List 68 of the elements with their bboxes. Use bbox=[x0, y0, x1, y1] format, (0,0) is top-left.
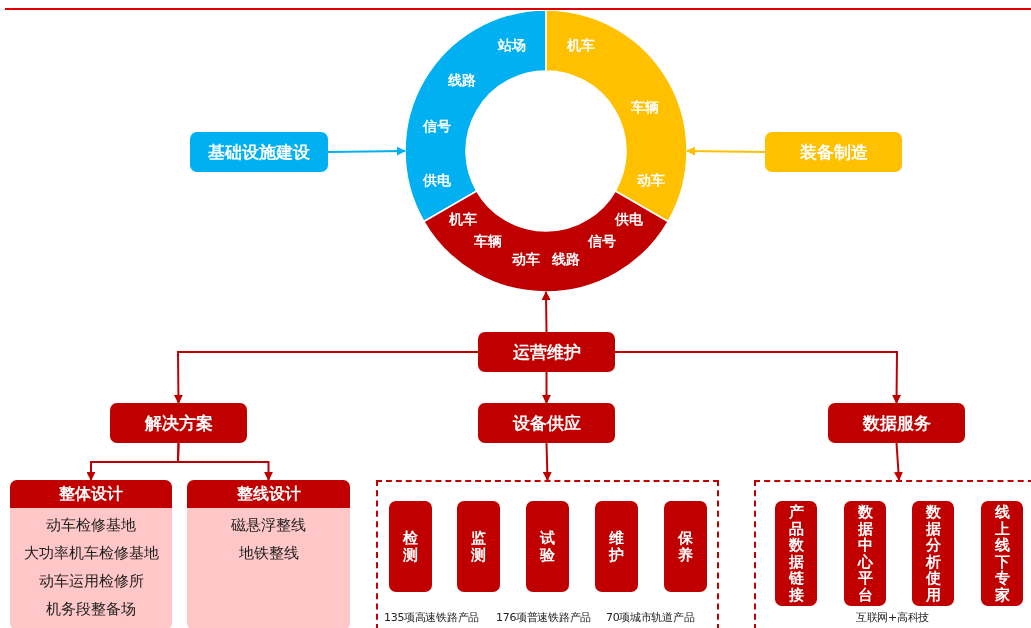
segment-label: 供电 bbox=[423, 172, 451, 190]
segment-label: 车辆 bbox=[631, 99, 659, 117]
card-heading: 整体设计 bbox=[10, 480, 172, 508]
item-label: 数据中心平台 bbox=[857, 504, 873, 603]
item-box bbox=[526, 501, 569, 592]
connector-arrow bbox=[173, 351, 479, 404]
box-label: 数据服务 bbox=[862, 411, 931, 435]
item-box bbox=[981, 501, 1023, 606]
connector-arrow bbox=[686, 146, 766, 156]
list-card bbox=[187, 480, 350, 628]
connector-arrow bbox=[614, 351, 902, 404]
connector-arrow bbox=[176, 442, 273, 481]
box-label: 装备制造 bbox=[799, 140, 868, 164]
box-label: 解决方案 bbox=[144, 411, 213, 435]
segment-label: 供电 bbox=[615, 211, 643, 229]
segment-label: 信号 bbox=[423, 118, 451, 136]
segment-label: 线路 bbox=[552, 251, 580, 269]
item-box bbox=[595, 501, 638, 592]
item-box bbox=[775, 501, 817, 606]
card-heading: 整线设计 bbox=[187, 480, 350, 508]
process-box bbox=[478, 403, 615, 443]
item-box bbox=[389, 501, 432, 592]
list-item: 磁悬浮整线 bbox=[230, 516, 307, 535]
segment-label: 机车 bbox=[449, 211, 477, 229]
segment-label: 动车 bbox=[512, 251, 540, 269]
segment-label: 信号 bbox=[588, 233, 616, 251]
item-label: 数据分析使用 bbox=[925, 504, 941, 603]
item-label: 检测 bbox=[403, 530, 418, 563]
item-label: 维护 bbox=[609, 530, 624, 563]
segment-label: 动车 bbox=[637, 172, 665, 190]
connector-arrow bbox=[542, 371, 551, 404]
connector-arrow bbox=[542, 442, 552, 481]
list-item: 地铁整线 bbox=[237, 544, 300, 563]
box-label: 设备供应 bbox=[512, 411, 581, 435]
process-box bbox=[190, 132, 328, 172]
item-label: 监测 bbox=[471, 530, 486, 563]
list-item: 机务段整备场 bbox=[45, 600, 137, 619]
process-box bbox=[110, 403, 247, 443]
caption-text: 70项城市轨道产品 bbox=[606, 610, 695, 625]
process-box bbox=[828, 403, 965, 443]
item-label: 产品数据链接 bbox=[788, 504, 804, 603]
list-card bbox=[10, 480, 172, 628]
box-label: 运营维护 bbox=[512, 340, 581, 364]
item-label: 线上线下专家 bbox=[994, 504, 1010, 603]
list-item: 动车运用检修所 bbox=[37, 572, 145, 591]
segment-label: 线路 bbox=[448, 72, 476, 90]
list-item: 动车检修基地 bbox=[45, 516, 137, 535]
caption-text: 135项高速铁路产品 bbox=[384, 610, 479, 625]
item-box bbox=[664, 501, 707, 592]
item-label: 保养 bbox=[678, 530, 693, 563]
connector-arrow bbox=[327, 146, 406, 156]
item-label: 试验 bbox=[540, 530, 555, 563]
segment-label: 车辆 bbox=[474, 233, 502, 251]
segment-label: 机车 bbox=[567, 37, 595, 55]
process-box bbox=[478, 332, 615, 372]
dashed-container bbox=[754, 480, 1031, 628]
caption-text: 互联网+高科技 bbox=[856, 610, 930, 625]
dashed-container bbox=[376, 480, 719, 628]
connector-arrow bbox=[893, 442, 903, 481]
process-box bbox=[765, 132, 902, 172]
box-label: 基础设施建设 bbox=[208, 140, 310, 164]
item-box bbox=[457, 501, 500, 592]
caption-text: 176项普速铁路产品 bbox=[496, 610, 591, 625]
list-item: 大功率机车检修基地 bbox=[22, 544, 160, 563]
connector-arrow bbox=[541, 291, 551, 333]
item-box bbox=[912, 501, 954, 606]
item-box bbox=[844, 501, 886, 606]
segment-label: 站场 bbox=[498, 37, 526, 55]
